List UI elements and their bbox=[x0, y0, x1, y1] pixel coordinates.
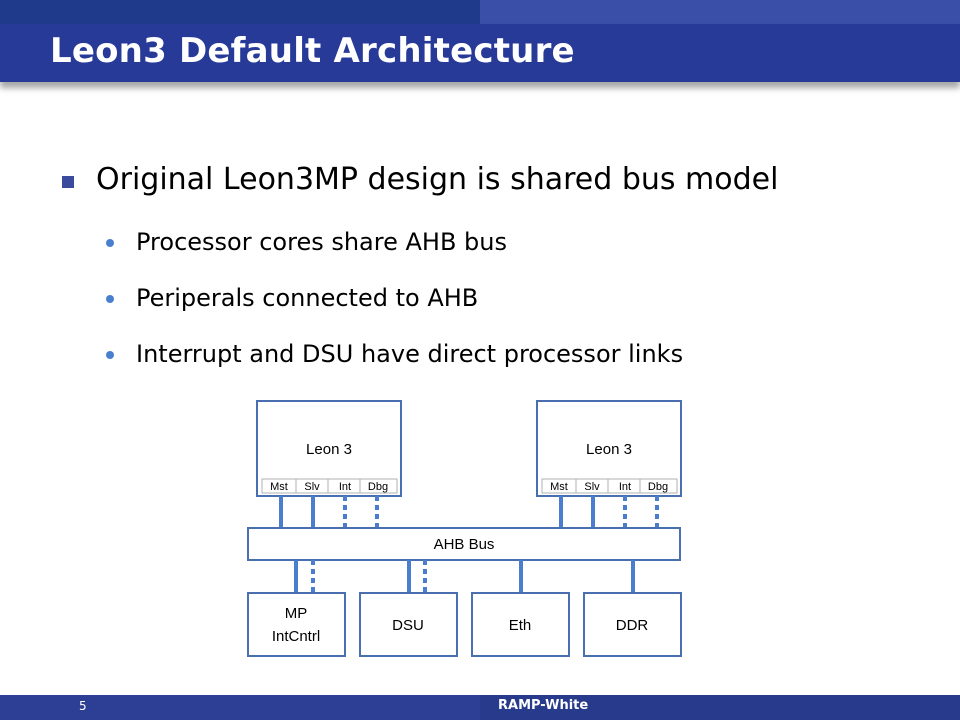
peripheral-label: MP bbox=[285, 605, 308, 622]
port-label: Slv bbox=[304, 481, 320, 493]
round-bullet-icon bbox=[106, 295, 114, 303]
round-bullet-icon bbox=[106, 239, 114, 247]
port-label: Int bbox=[339, 481, 351, 493]
top-strip-light bbox=[480, 0, 960, 24]
sub-bullet: Periperals connected to AHB bbox=[62, 284, 942, 340]
peripheral-box bbox=[359, 592, 458, 657]
peripheral-label: DSU bbox=[392, 617, 424, 634]
sub-bullet-text: Periperals connected to AHB bbox=[136, 284, 479, 312]
footer-bar bbox=[0, 695, 960, 720]
peripheral-box bbox=[247, 592, 346, 657]
main-bullet-text: Original Leon3MP design is shared bus mo… bbox=[96, 162, 779, 197]
sub-bullet: Interrupt and DSU have direct processor … bbox=[62, 340, 942, 396]
processor-label: Leon 3 bbox=[306, 441, 352, 458]
sub-bullet-text: Processor cores share AHB bus bbox=[136, 228, 508, 256]
sub-bullet-text: Interrupt and DSU have direct processor … bbox=[136, 340, 684, 368]
processor-label: Leon 3 bbox=[586, 441, 632, 458]
slide-title: Leon3 Default Architecture bbox=[50, 31, 575, 71]
peripheral-box bbox=[583, 592, 682, 657]
peripheral-label: Eth bbox=[509, 617, 532, 634]
peripheral-intcntrl: MP IntCntrl bbox=[247, 592, 346, 657]
bus-label: AHB Bus bbox=[434, 536, 495, 553]
main-bullet: Original Leon3MP design is shared bus mo… bbox=[62, 162, 942, 210]
peripheral-ddr: DDR bbox=[583, 592, 682, 657]
port-label: Slv bbox=[584, 481, 600, 493]
peripheral-box bbox=[471, 592, 570, 657]
top-strip bbox=[0, 0, 960, 24]
peripheral-eth: Eth bbox=[471, 592, 570, 657]
bullet-list: Original Leon3MP design is shared bus mo… bbox=[62, 162, 942, 396]
peripheral-dsu: DSU bbox=[359, 592, 458, 657]
peripheral-label-line2: IntCntrl bbox=[272, 628, 320, 645]
slide-number: 5 bbox=[79, 699, 87, 713]
ahb-bus bbox=[247, 527, 681, 561]
square-bullet-icon bbox=[62, 176, 74, 188]
processor-block: Leon 3 Mst Slv Int Dbg bbox=[256, 400, 402, 497]
peripheral-label: DDR bbox=[616, 617, 649, 634]
port-label: Dbg bbox=[648, 481, 668, 493]
processor-block: Leon 3 Mst Slv Int Dbg bbox=[536, 400, 682, 497]
port-label: Mst bbox=[270, 481, 288, 493]
round-bullet-icon bbox=[106, 351, 114, 359]
footer-bar-right bbox=[480, 695, 960, 720]
port-label: Dbg bbox=[368, 481, 388, 493]
footer-label: RAMP-White bbox=[498, 698, 589, 713]
title-bar bbox=[0, 24, 960, 82]
port-label: Int bbox=[619, 481, 631, 493]
port-label: Mst bbox=[550, 481, 568, 493]
sub-bullet: Processor cores share AHB bus bbox=[62, 228, 942, 284]
